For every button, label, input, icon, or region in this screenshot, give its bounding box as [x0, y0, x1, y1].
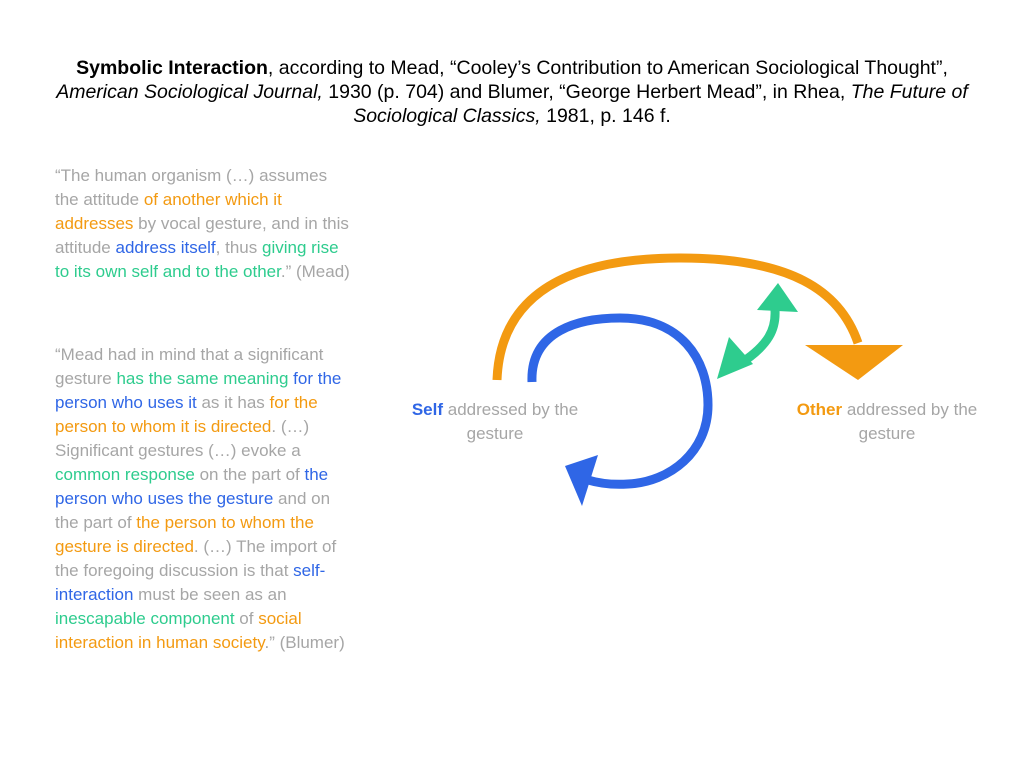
quote-run: “The human organism (…) assumes the atti…: [55, 166, 328, 209]
blumer-quote: “Mead had in mind that a significant ges…: [55, 343, 355, 655]
quote-run: .” (Blumer): [264, 633, 345, 652]
title-source-1: , according to Mead, “Cooley’s Contribut…: [267, 57, 948, 79]
quote-run: common response: [55, 465, 195, 484]
quote-run: social interaction in human society: [55, 609, 302, 652]
orange-arrowhead: [805, 345, 903, 380]
quote-run: giving rise to its own self and to the o…: [55, 238, 339, 281]
quote-run: as it has: [196, 393, 270, 412]
quote-run: by vocal gesture, and in this attitude: [55, 214, 349, 257]
self-keyword: Self: [411, 400, 444, 419]
orange-arc: [492, 253, 863, 381]
blue-loop-arc: [527, 313, 713, 489]
self-node-label: Self addressed by the gesture: [405, 398, 585, 446]
title-journal: American Sociological Journal,: [56, 81, 323, 103]
quote-run: of: [234, 609, 259, 628]
other-keyword: Other: [796, 400, 843, 419]
quote-run: .” (Mead): [280, 262, 350, 281]
quote-run: on the part of: [194, 465, 305, 484]
quote-run: self-interaction: [55, 561, 326, 604]
green-arrowhead-bottom: [717, 337, 753, 379]
quote-run: “Mead had in mind that a significant ges…: [55, 345, 324, 388]
quote-run: must be seen as an: [133, 585, 287, 604]
quote-run: has the same meaning: [116, 369, 289, 388]
quote-run: , thus: [215, 238, 262, 257]
mead-quote: “The human organism (…) assumes the atti…: [55, 164, 355, 284]
self-description: addressed by the gesture: [443, 400, 579, 443]
title-source-3: 1981, p. 146 f.: [540, 105, 671, 127]
title-book: The Future of Sociological Classics,: [353, 81, 968, 127]
green-arrowhead-top: [757, 283, 798, 312]
quote-run: . (…) The import of the foregoing discus…: [55, 537, 337, 580]
title-term: Symbolic Interaction: [76, 57, 268, 79]
other-node-label: Other addressed by the gesture: [787, 398, 987, 446]
quote-run: the person to whom the gesture is direct…: [55, 513, 314, 556]
quote-run: and on the part of: [55, 489, 331, 532]
title-source-2: 1930 (p. 704) and Blumer, “George Herber…: [322, 81, 851, 103]
quote-run: the person who uses the gesture: [55, 465, 329, 508]
slide-title: Symbolic Interaction, according to Mead,…: [40, 56, 984, 128]
quote-run: of another which it addresses: [55, 190, 282, 233]
blue-arrowhead: [565, 455, 598, 506]
quote-run: . (…) Significant gestures (…) evoke a: [55, 417, 310, 460]
other-description: addressed by the gesture: [842, 400, 978, 443]
quote-run: for the person who uses it: [55, 369, 342, 412]
quote-run: address itself: [115, 238, 216, 257]
quote-run: for the person to whom it is directed: [55, 393, 318, 436]
quote-run: inescapable component: [55, 609, 235, 628]
